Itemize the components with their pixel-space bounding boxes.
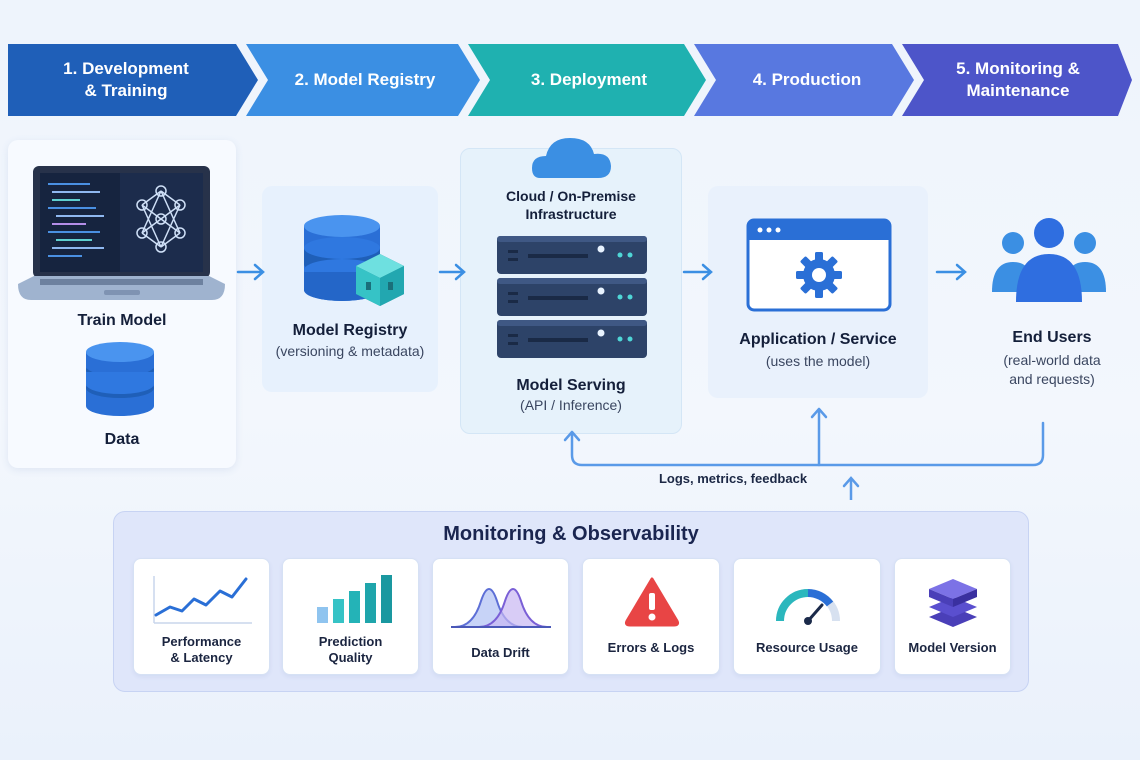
pipeline-illustration xyxy=(18,138,1106,500)
resource-usage-label: Resource Usage xyxy=(756,640,858,655)
infrastructure-label: Cloud / On-Premise Infrastructure xyxy=(506,188,636,222)
database-icon xyxy=(86,342,154,416)
warning-icon xyxy=(624,577,680,627)
model-serving-title: Model Serving xyxy=(516,377,626,394)
monitoring-feedback-arrow xyxy=(842,476,860,500)
data-drift-label: Data Drift xyxy=(471,645,530,660)
line-chart-icon xyxy=(153,576,252,624)
feedback-label: Logs, metrics, feedback xyxy=(658,471,808,486)
application-subtitle: (uses the model) xyxy=(765,353,871,369)
distribution-icon xyxy=(451,588,551,628)
model-version-card: Model Version xyxy=(894,558,1011,675)
train-model-label: Train Model xyxy=(77,312,167,329)
gauge-icon xyxy=(776,589,840,625)
model-package-icon xyxy=(356,254,404,306)
step-2-chevron xyxy=(246,44,480,116)
registry-title: Model Registry xyxy=(292,322,408,339)
gear-icon xyxy=(796,252,842,298)
end-users-title: End Users xyxy=(1012,329,1092,346)
data-label: Data xyxy=(104,431,140,448)
step-1-chevron xyxy=(8,44,258,116)
errors-logs-card: Errors & Logs xyxy=(582,558,720,675)
step-4-chevron xyxy=(694,44,914,116)
process-banner xyxy=(8,44,1132,116)
end-users-subtitle: (real-world data and requests) xyxy=(1003,352,1101,387)
step-3-label: 3. Deployment xyxy=(530,70,648,89)
step-3-chevron xyxy=(468,44,706,116)
prediction-quality-card: Prediction Quality xyxy=(282,558,419,675)
data-drift-card: Data Drift xyxy=(432,558,569,675)
performance-latency-label: Performance & Latency xyxy=(161,634,242,665)
flow-arrow-4 xyxy=(935,263,967,281)
server-rack-icon xyxy=(497,236,647,358)
flow-arrow-1 xyxy=(236,263,265,281)
cloud-icon xyxy=(532,138,611,178)
layers-icon xyxy=(929,579,977,627)
feedback-loop xyxy=(563,407,1045,467)
prediction-quality-label: Prediction Quality xyxy=(318,634,383,665)
step-4-label: 4. Production xyxy=(752,70,862,89)
step-1-label: 1. Development & Training xyxy=(63,59,189,100)
bar-chart-icon xyxy=(317,575,392,623)
registry-subtitle: (versioning & metadata) xyxy=(275,343,425,359)
step-5-label: 5. Monitoring & Maintenance xyxy=(956,59,1080,100)
users-icon xyxy=(992,218,1106,302)
resource-usage-card: Resource Usage xyxy=(733,558,881,675)
errors-logs-label: Errors & Logs xyxy=(607,640,695,655)
model-serving-subtitle: (API / Inference) xyxy=(520,397,622,413)
performance-latency-card: Performance & Latency xyxy=(133,558,270,675)
flow-arrow-2 xyxy=(438,263,466,281)
laptop-icon xyxy=(18,166,225,300)
monitoring-title: Monitoring & Observability xyxy=(443,523,699,545)
flow-arrow-3 xyxy=(682,263,713,281)
application-title: Application / Service xyxy=(739,331,897,348)
model-version-label: Model Version xyxy=(908,640,997,655)
step-5-chevron xyxy=(902,44,1132,116)
step-2-label: 2. Model Registry xyxy=(294,70,436,89)
